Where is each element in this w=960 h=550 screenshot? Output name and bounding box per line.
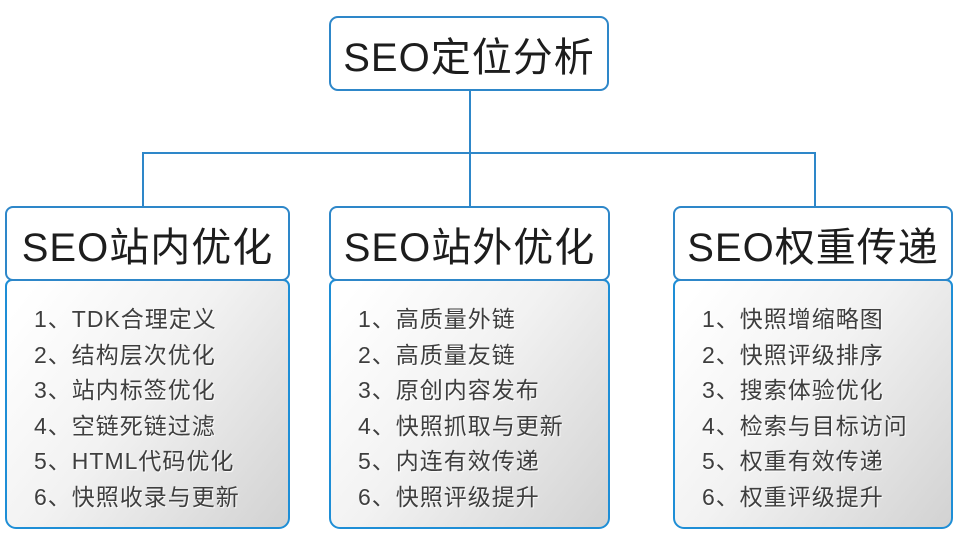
- branch-weight-list: 1、快照增缩略图 2、快照评级排序 3、搜索体验优化 4、检索与目标访问 5、权…: [673, 279, 953, 529]
- branch-onsite-header: SEO站内优化: [5, 206, 290, 281]
- root-node: SEO定位分析: [329, 16, 609, 91]
- list-item: 5、内连有效传递: [358, 448, 540, 474]
- branch-weight-title: SEO权重传递: [687, 225, 939, 270]
- list-item: 2、快照评级排序: [702, 341, 884, 368]
- branch-offsite-list: 1、高质量外链 2、高质量友链 3、原创内容发布 4、快照抓取与更新 5、内连有…: [329, 279, 610, 529]
- list-item: 1、TDK合理定义: [34, 306, 217, 332]
- list-item: 1、快照增缩略图: [702, 306, 884, 332]
- branch-offsite-title: SEO站外优化: [343, 225, 596, 270]
- connector-horizontal-bar: [142, 152, 816, 154]
- connector-drop-left: [142, 152, 144, 207]
- branch-weight: SEO权重传递 1、快照增缩略图 2、快照评级排序 3、搜索体验优化 4、检索与…: [673, 206, 953, 529]
- list-item: 3、站内标签优化: [34, 377, 216, 403]
- list-item: 4、检索与目标访问: [702, 412, 908, 439]
- branch-offsite: SEO站外优化 1、高质量外链 2、高质量友链 3、原创内容发布 4、快照抓取与…: [329, 206, 610, 529]
- branch-onsite: SEO站内优化 1、TDK合理定义 2、结构层次优化 3、站内标签优化 4、空链…: [5, 206, 290, 529]
- branch-onsite-title: SEO站内优化: [21, 225, 274, 270]
- list-item: 6、权重评级提升: [702, 483, 884, 510]
- list-item: 3、搜索体验优化: [702, 377, 884, 403]
- branch-offsite-header: SEO站外优化: [329, 206, 610, 281]
- list-item: 1、高质量外链: [358, 306, 516, 332]
- connector-drop-right: [814, 152, 816, 207]
- list-item: 5、HTML代码优化: [34, 448, 235, 474]
- list-item: 2、高质量友链: [358, 341, 516, 368]
- connector-root-stem: [469, 91, 471, 153]
- list-item: 5、权重有效传递: [702, 448, 884, 474]
- list-item: 6、快照收录与更新: [34, 483, 240, 510]
- list-item: 2、结构层次优化: [34, 341, 216, 368]
- branch-onsite-list: 1、TDK合理定义 2、结构层次优化 3、站内标签优化 4、空链死链过滤 5、H…: [5, 279, 290, 529]
- list-item: 4、空链死链过滤: [34, 412, 216, 439]
- branch-weight-header: SEO权重传递: [673, 206, 953, 281]
- list-item: 4、快照抓取与更新: [358, 412, 564, 439]
- connector-drop-center: [469, 152, 471, 207]
- list-item: 6、快照评级提升: [358, 483, 540, 510]
- root-node-label: SEO定位分析: [343, 35, 595, 80]
- list-item: 3、原创内容发布: [358, 377, 540, 403]
